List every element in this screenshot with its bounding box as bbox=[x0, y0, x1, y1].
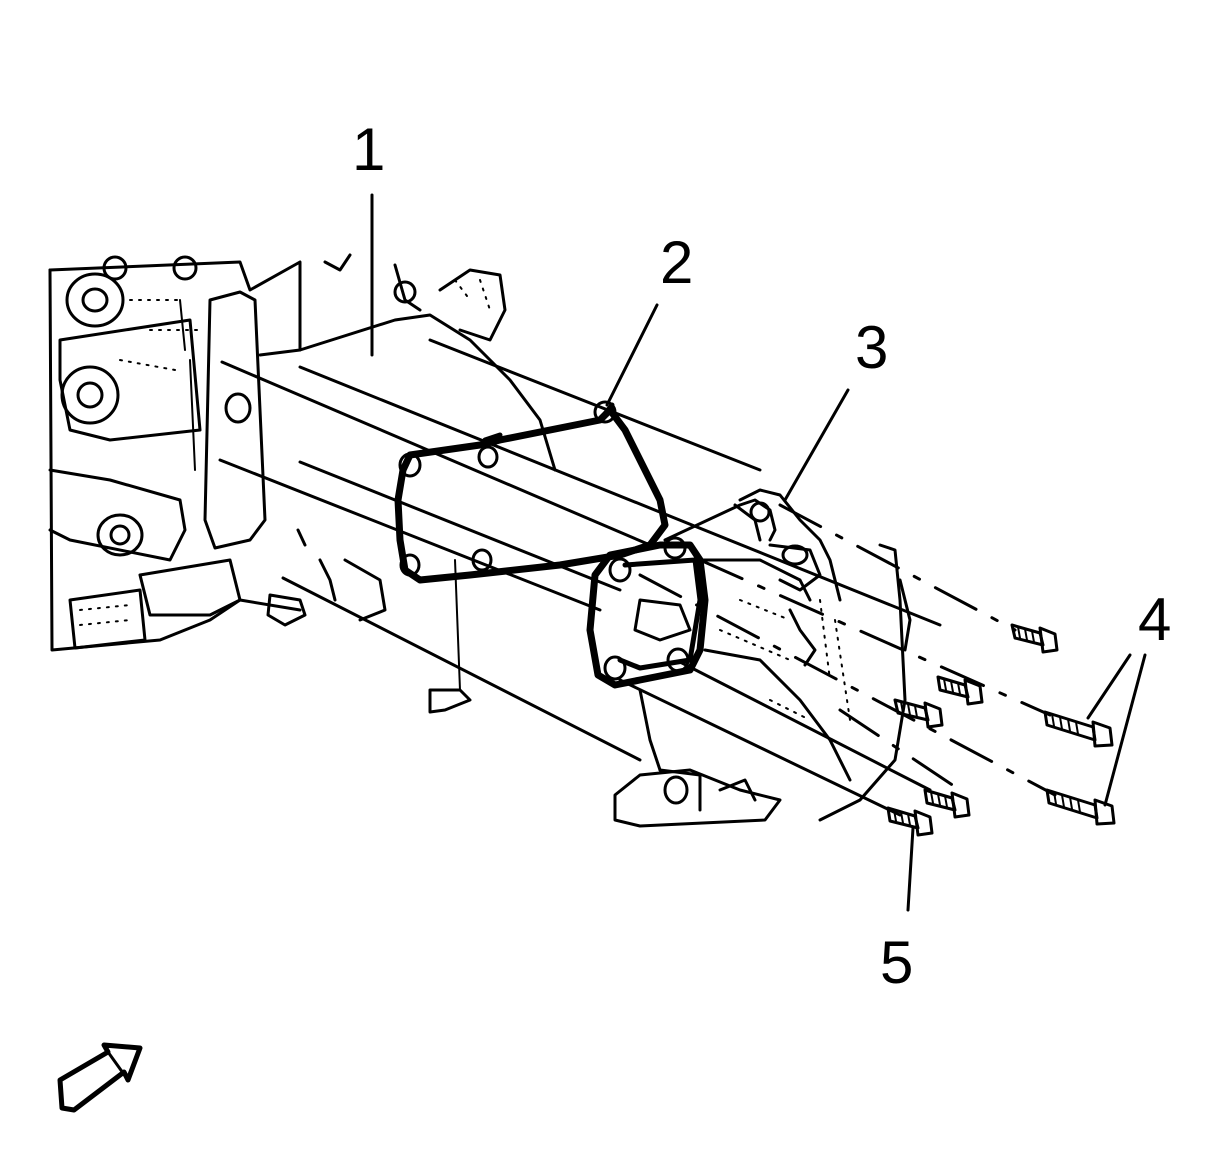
leader-line-5 bbox=[906, 826, 915, 912]
callout-5: 5 bbox=[880, 929, 913, 996]
leader-lines bbox=[370, 193, 1147, 912]
view-direction-arrow-icon bbox=[57, 1042, 143, 1113]
bolt-top bbox=[1010, 623, 1059, 654]
leader-line-2 bbox=[605, 303, 659, 407]
leader-line-3 bbox=[783, 388, 850, 502]
bolt-bottom bbox=[886, 806, 934, 837]
callout-2: 2 bbox=[660, 229, 693, 296]
callout-4: 4 bbox=[1138, 586, 1171, 653]
leader-line-4a bbox=[1086, 653, 1132, 720]
callout-1: 1 bbox=[352, 116, 385, 183]
callout-3: 3 bbox=[855, 314, 888, 381]
engine-block bbox=[48, 253, 557, 652]
bolt-long-upper bbox=[1043, 710, 1114, 748]
callouts: 1 2 3 4 5 bbox=[352, 116, 1171, 996]
pump-assembly bbox=[586, 498, 852, 782]
leader-line-4b bbox=[1103, 653, 1147, 807]
bolt-long-lower bbox=[1045, 788, 1116, 826]
alignment-lines bbox=[218, 338, 1057, 817]
bolt-mid bbox=[893, 698, 944, 729]
bolt-lower-mid bbox=[923, 788, 971, 819]
bolt-upper-mid bbox=[936, 675, 984, 706]
